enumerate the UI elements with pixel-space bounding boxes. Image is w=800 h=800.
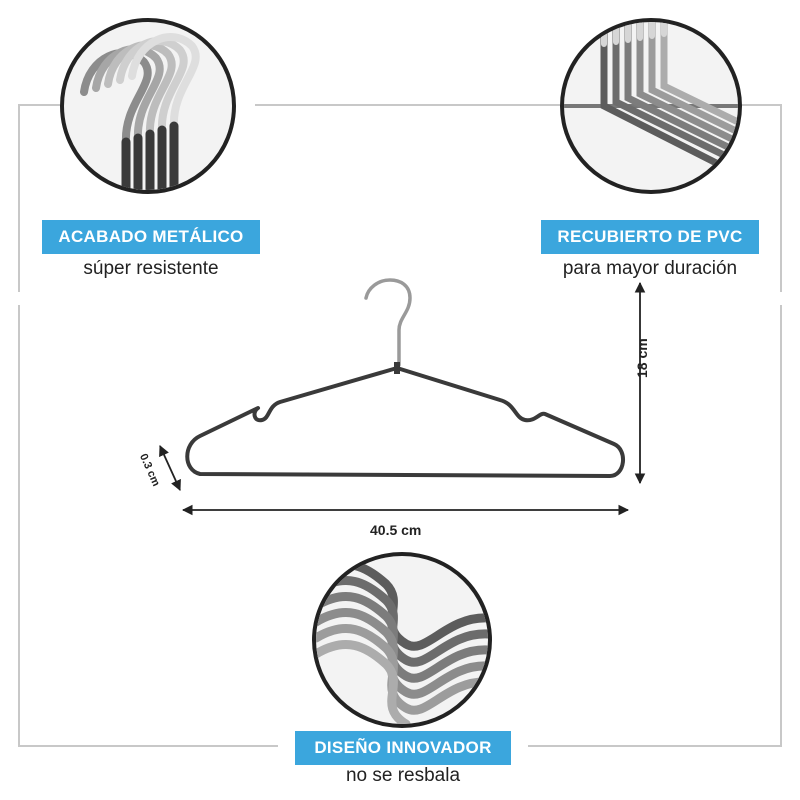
- pvc-coated-hangers-illustration: [564, 22, 738, 176]
- frame-line-bottom-left: [18, 745, 278, 747]
- non-slip-detail-image: [312, 552, 492, 728]
- pvc-coating-detail-image: [560, 18, 742, 194]
- metal-hook-detail-image: [60, 18, 236, 194]
- metal-hooks-illustration: [80, 33, 200, 190]
- frame-line-left-lower: [18, 305, 20, 747]
- metal-finish-badge: ACABADO METÁLICO: [42, 220, 260, 254]
- frame-line-bottom-right: [528, 745, 782, 747]
- pvc-coating-badge: RECUBIERTO DE PVC: [541, 220, 759, 254]
- frame-line-top-right: [740, 104, 782, 106]
- thickness-arrow: [159, 445, 181, 491]
- hanger-body: [185, 366, 625, 478]
- frame-line-left-upper: [18, 104, 20, 292]
- frame-line-right-lower: [780, 305, 782, 747]
- frame-line-top-left: [18, 104, 60, 106]
- pvc-coating-caption: para mayor duración: [562, 258, 738, 279]
- non-slip-notch-illustration: [316, 560, 488, 724]
- height-label: 18 cm: [634, 338, 650, 378]
- hanger-hook: [364, 278, 412, 367]
- frame-line-top-middle: [255, 104, 560, 106]
- innovative-design-caption: no se resbala: [345, 765, 461, 786]
- frame-line-right-upper: [780, 104, 782, 292]
- metal-finish-caption: súper resistente: [83, 258, 219, 279]
- innovative-design-badge: DISEÑO INNOVADOR: [295, 731, 511, 765]
- width-label: 40.5 cm: [370, 522, 422, 538]
